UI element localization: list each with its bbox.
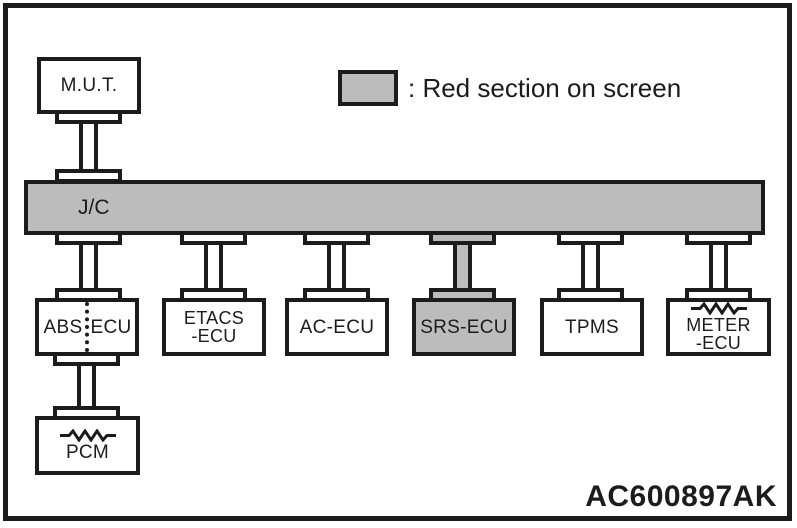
connector-stem	[79, 118, 98, 175]
etacs-ecu-label-line1: ETACS	[183, 308, 245, 328]
connector-jc-ac	[303, 231, 370, 302]
abs-ecu-label-left: ABS	[43, 316, 83, 338]
meter-ecu-box: METER -ECU	[666, 298, 771, 356]
legend-label: : Red section on screen	[408, 73, 682, 103]
resistor-icon	[59, 429, 116, 442]
connector-jc-etacs	[180, 231, 247, 302]
jc-bus-label: J/C	[78, 195, 110, 219]
connector-stem	[79, 239, 98, 294]
abs-ecu-label-right: ECU	[90, 316, 132, 338]
etacs-ecu-label-line2: -ECU	[191, 326, 237, 346]
connector-jc-meter	[685, 231, 752, 302]
connector-jc-srs	[429, 231, 496, 302]
connector-flange	[55, 231, 122, 245]
connector-stem	[204, 239, 223, 294]
legend-color-swatch	[338, 70, 398, 106]
ac-ecu-box: AC-ECU	[285, 298, 389, 356]
connector-stem	[77, 360, 96, 412]
pcm-label: PCM	[65, 442, 110, 463]
abs-ecu-box: ABS ECU	[35, 298, 139, 356]
connector-flange	[557, 231, 624, 245]
mut-label: M.U.T.	[60, 75, 118, 96]
ac-ecu-label: AC-ECU	[299, 316, 375, 338]
connector-flange	[685, 231, 752, 245]
connector-abs-pcm	[53, 352, 120, 420]
pcm-box: PCM	[35, 416, 140, 475]
meter-ecu-label-line1: METER	[686, 315, 751, 335]
connector-stem	[709, 239, 728, 294]
tpms-label: TPMS	[565, 316, 619, 338]
srs-ecu-label: SRS-ECU	[420, 316, 508, 338]
srs-ecu-box: SRS-ECU	[412, 298, 516, 356]
resistor-icon	[690, 302, 747, 315]
jc-bus: J/C	[24, 180, 765, 235]
connector-flange	[429, 231, 496, 245]
figure-code: AC600897AK	[585, 480, 777, 513]
meter-ecu-label-line2: -ECU	[695, 333, 742, 353]
tpms-box: TPMS	[540, 298, 644, 356]
mut-box: M.U.T.	[37, 57, 141, 114]
connector-mut-jc	[55, 110, 122, 183]
connector-flange	[303, 231, 370, 245]
connector-jc-abs	[55, 231, 122, 302]
connector-flange	[55, 110, 122, 124]
connector-stem	[581, 239, 600, 294]
connector-jc-tpms	[557, 231, 624, 302]
connector-stem	[453, 239, 472, 294]
connector-flange	[180, 231, 247, 245]
etacs-ecu-box: ETACS -ECU	[162, 298, 266, 356]
dashed-divider	[85, 302, 89, 352]
connector-flange	[53, 352, 120, 366]
connector-stem	[327, 239, 346, 294]
